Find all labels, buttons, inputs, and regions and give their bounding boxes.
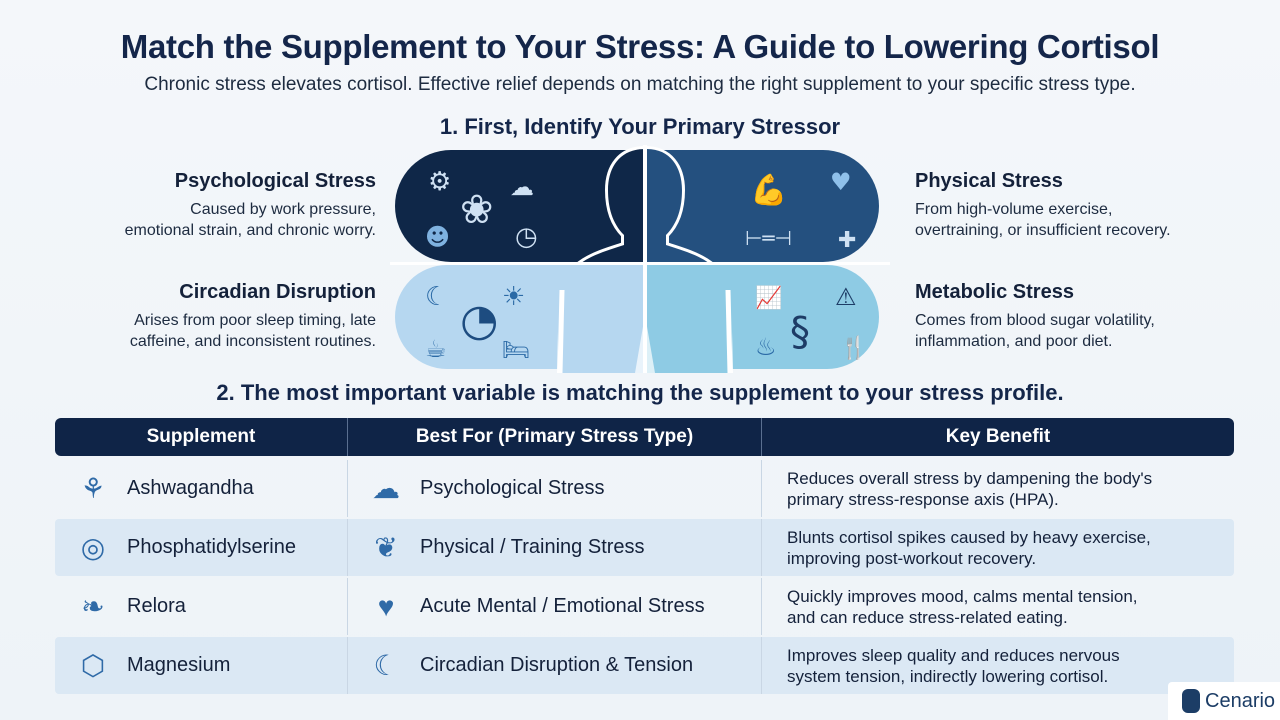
table-row: ⬡ Magnesium ☾ Circadian Disruption & Tensi… bbox=[55, 637, 1234, 694]
supplement-table: Supplement Best For (Primary Stress Type… bbox=[55, 418, 1234, 696]
benefit-text: Blunts cortisol spikes caused by heavy e… bbox=[787, 527, 1151, 547]
benefit-text: improving post-workout recovery. bbox=[787, 548, 1037, 568]
section-1-heading: 1. First, Identify Your Primary Stressor bbox=[439, 114, 841, 139]
storm-cloud-icon: ☁ bbox=[510, 173, 534, 201]
moon-sleep-icon: ☾ bbox=[373, 650, 399, 681]
logo-mark-icon bbox=[1182, 689, 1200, 713]
medicine-bottle-icon: ✚ bbox=[838, 228, 856, 253]
stressor-desc: Comes from blood sugar volatility, bbox=[915, 312, 1155, 329]
section-2-heading: 2. The most important variable is matchi… bbox=[216, 380, 1064, 405]
stressor-title: Circadian Disruption bbox=[179, 281, 376, 303]
muscle-fiber-icon: ❦ bbox=[374, 532, 398, 563]
table-row: ◎ Phosphatidylserine ❦ Physical / Training… bbox=[55, 519, 1234, 576]
digestive-icon: § bbox=[790, 309, 810, 355]
physical-quadrant bbox=[646, 150, 879, 262]
stress-type: Physical / Training Stress bbox=[420, 536, 645, 558]
chart-icon: 📈 bbox=[755, 285, 782, 311]
benefit-text: system tension, indirectly lowering cort… bbox=[787, 666, 1109, 686]
leaf-sprout-icon: ❧ bbox=[81, 591, 105, 622]
stress-type: Acute Mental / Emotional Stress bbox=[420, 595, 705, 617]
benefit-text: Quickly improves mood, calms mental tens… bbox=[787, 586, 1138, 606]
moon-icon: ☾ bbox=[425, 282, 448, 312]
stressor-metabolic: Metabolic Stress Comes from blood sugar … bbox=[915, 281, 1245, 352]
subtitle: Chronic stress elevates cortisol. Effect… bbox=[144, 74, 1136, 95]
stressor-desc: emotional strain, and chronic worry. bbox=[124, 222, 376, 239]
brain-heart-icon: ♥ bbox=[377, 590, 395, 622]
dumbbell-icon: ⊢═⊣ bbox=[745, 226, 792, 250]
benefit-text: primary stress-response axis (HPA). bbox=[787, 489, 1059, 509]
supplement-name: Relora bbox=[127, 595, 186, 617]
bed-icon: 🛏 bbox=[502, 338, 530, 363]
flexed-arm-icon: 💪 bbox=[750, 172, 787, 208]
brain-icon: ☁ bbox=[372, 473, 400, 504]
clock-icon: ◔ bbox=[460, 295, 498, 346]
stressor-psychological: Psychological Stress Caused by work pres… bbox=[46, 170, 376, 241]
stressor-title: Physical Stress bbox=[915, 170, 1063, 192]
stressor-quadrant-diagram: ⚙ ❀ ☁ ◷ ☻ 💪 ♥ ⊢═⊣ ✚ ☾ ◔ ☀ ☕ 🛏 📈 § ⚠ ♨ 🍴 bbox=[390, 145, 890, 373]
stress-type: Circadian Disruption & Tension bbox=[420, 654, 694, 676]
sun-icon: ☀ bbox=[502, 282, 525, 312]
stressor-desc: Arises from poor sleep timing, late bbox=[134, 312, 376, 329]
heart-icon: ♥ bbox=[830, 168, 852, 196]
coffee-cup-icon: ☕ bbox=[425, 335, 447, 363]
benefit-text: and can reduce stress-related eating. bbox=[787, 607, 1068, 627]
supplement-name: Ashwagandha bbox=[127, 477, 254, 499]
column-header: Key Benefit bbox=[945, 426, 1051, 447]
stressor-desc: From high-volume exercise, bbox=[915, 201, 1113, 218]
column-header: Supplement bbox=[55, 418, 348, 456]
molecule-icon: ⬡ bbox=[80, 650, 106, 681]
table-row: ⚘ Ashwagandha ☁ Psychological Stress Reduc… bbox=[55, 460, 1234, 517]
stressor-circadian: Circadian Disruption Arises from poor sl… bbox=[46, 281, 376, 352]
stressor-title: Metabolic Stress bbox=[915, 281, 1074, 303]
page-title: Match the Supplement to Your Stress: A G… bbox=[120, 28, 1160, 65]
logo-text: Cenario bbox=[1205, 689, 1276, 712]
benefit-text: Improves sleep quality and reduces nervo… bbox=[787, 645, 1120, 665]
warning-icon: ⚠ bbox=[835, 283, 857, 311]
supplement-name: Phosphatidylserine bbox=[127, 536, 296, 558]
stressor-title: Psychological Stress bbox=[174, 170, 376, 192]
fork-knife-icon: 🍴 bbox=[840, 335, 867, 361]
brand-logo: Cenario bbox=[1168, 682, 1280, 720]
table-header: Supplement Best For (Primary Stress Type… bbox=[55, 418, 1234, 456]
stressor-desc: caffeine, and inconsistent routines. bbox=[129, 333, 376, 350]
head-icon: ☻ bbox=[425, 223, 450, 251]
psychological-quadrant bbox=[395, 150, 643, 262]
gear-icon: ⚙ bbox=[428, 167, 451, 197]
herb-plant-icon: ⚘ bbox=[80, 473, 106, 504]
supplement-name: Magnesium bbox=[127, 654, 231, 676]
table-row: ❧ Relora ♥ Acute Mental / Emotional Stress… bbox=[55, 578, 1234, 635]
stressor-desc: Caused by work pressure, bbox=[190, 201, 376, 218]
brain-icon: ❀ bbox=[460, 187, 494, 233]
stress-type: Psychological Stress bbox=[420, 477, 605, 499]
fire-icon: ♨ bbox=[755, 333, 777, 361]
clock-icon: ◷ bbox=[515, 222, 538, 252]
column-header: Best For (Primary Stress Type) bbox=[348, 418, 762, 456]
person-silhouette bbox=[390, 145, 890, 373]
stressor-desc: overtraining, or insufficient recovery. bbox=[915, 222, 1171, 239]
benefit-text: Reduces overall stress by dampening the … bbox=[787, 468, 1153, 488]
stressor-desc: inflammation, and poor diet. bbox=[915, 333, 1113, 350]
capsule-badge-icon: ◎ bbox=[80, 532, 106, 563]
stressor-physical: Physical Stress From high-volume exercis… bbox=[915, 170, 1245, 241]
